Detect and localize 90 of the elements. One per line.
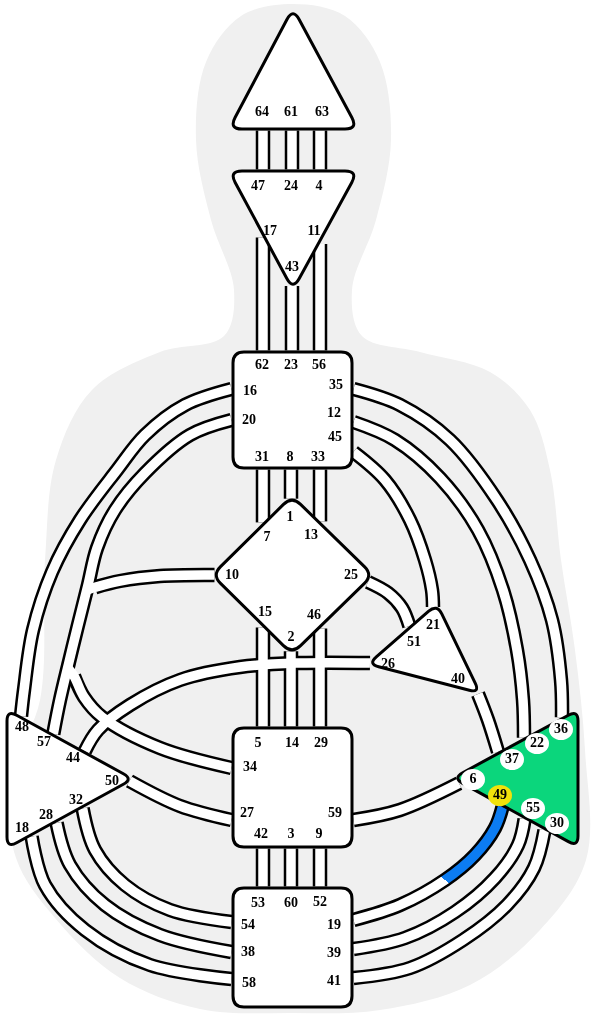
gate-number: 53	[251, 896, 265, 910]
gate-number: 12	[327, 406, 341, 420]
gate-number: 13	[304, 528, 318, 542]
gate-number: 54	[241, 918, 255, 932]
gate-number: 63	[315, 105, 329, 119]
channel-line	[352, 817, 532, 957]
gate-number: 56	[312, 358, 326, 372]
channel-line	[352, 828, 552, 986]
gate-number: 21	[426, 618, 440, 632]
gate-number: 41	[327, 974, 341, 988]
gate-number: 42	[254, 827, 268, 841]
channel-line	[255, 237, 271, 351]
gate-number: 3	[287, 827, 295, 841]
gate-number: 20	[242, 413, 256, 427]
channel-line	[24, 835, 233, 987]
channel-line	[283, 651, 299, 727]
gate-number: 46	[307, 608, 321, 622]
channel-line	[284, 130, 300, 170]
gate-number: 27	[240, 806, 254, 820]
channel-line	[284, 286, 300, 351]
center-triangle	[7, 710, 133, 848]
gate-number: 47	[251, 179, 265, 193]
gate-number: 31	[255, 450, 269, 464]
gate-number: 64	[255, 105, 269, 119]
gate-number: 9	[315, 827, 323, 841]
gate-number: 24	[284, 179, 298, 193]
channel-line	[255, 627, 271, 727]
channel-line	[312, 469, 328, 522]
channel-line	[283, 848, 299, 887]
gate-number: 17	[263, 224, 277, 238]
gate-number: 15	[258, 605, 272, 619]
gate-number: 2	[287, 630, 295, 644]
gate-number: 18	[15, 821, 29, 835]
gate-number: 16	[243, 384, 257, 398]
gate-number: 40	[451, 672, 465, 686]
center-triangle	[453, 710, 578, 847]
channel-line	[126, 774, 234, 828]
gate-number: 7	[263, 530, 271, 544]
gate-number: 61	[284, 105, 298, 119]
channel-line	[312, 848, 328, 887]
channel-line	[255, 469, 271, 523]
gate-number: 39	[327, 946, 341, 960]
gate-number: 23	[284, 358, 298, 372]
channel-line	[255, 130, 271, 170]
gate-number: 29	[314, 736, 328, 750]
gate-number: 28	[39, 808, 53, 822]
center-square	[233, 888, 352, 1007]
gate-number: 11	[307, 224, 321, 238]
gate-number: 1	[286, 510, 294, 524]
channel-line	[255, 848, 271, 887]
gate-number: 50	[105, 774, 119, 788]
channel-line	[13, 382, 234, 718]
center-square	[233, 728, 352, 847]
gate-number: 44	[66, 751, 80, 765]
channel-line	[312, 130, 328, 170]
channel-line	[352, 776, 463, 828]
channel-line	[283, 469, 299, 499]
center-triangle	[368, 604, 480, 693]
gate-number: 33	[311, 450, 325, 464]
channel-line	[471, 691, 505, 754]
gate-number: 38	[241, 945, 255, 959]
gate-number: 34	[243, 760, 257, 774]
gate-number: 25	[344, 568, 358, 582]
gate-number: 60	[284, 896, 298, 910]
gate-number: 8	[286, 450, 294, 464]
center-diamond	[212, 496, 373, 654]
gate-number: 14	[285, 736, 299, 750]
gate-number: 4	[315, 179, 323, 193]
gate-number: 35	[329, 378, 343, 392]
channel-line	[312, 244, 328, 351]
gate-number: 48	[15, 720, 29, 734]
gate-number: 19	[327, 918, 341, 932]
channel-line	[78, 655, 371, 755]
gate-number: 51	[407, 635, 421, 649]
gate-number: 57	[37, 735, 51, 749]
channel-line	[67, 673, 234, 776]
gate-number: 32	[69, 793, 83, 807]
gate-number: 43	[285, 260, 299, 274]
center-square	[233, 352, 352, 468]
gate-number: 59	[328, 806, 342, 820]
gate-number: 10	[225, 568, 239, 582]
gate-number: 58	[242, 976, 256, 990]
gate-number: 52	[313, 895, 327, 909]
channel-line	[75, 806, 233, 930]
gate-number: 62	[255, 358, 269, 372]
gate-number: 5	[254, 736, 262, 750]
channel-line	[312, 628, 328, 727]
channel-line	[49, 821, 233, 960]
channel-line	[364, 575, 417, 629]
gate-number: 45	[328, 430, 342, 444]
